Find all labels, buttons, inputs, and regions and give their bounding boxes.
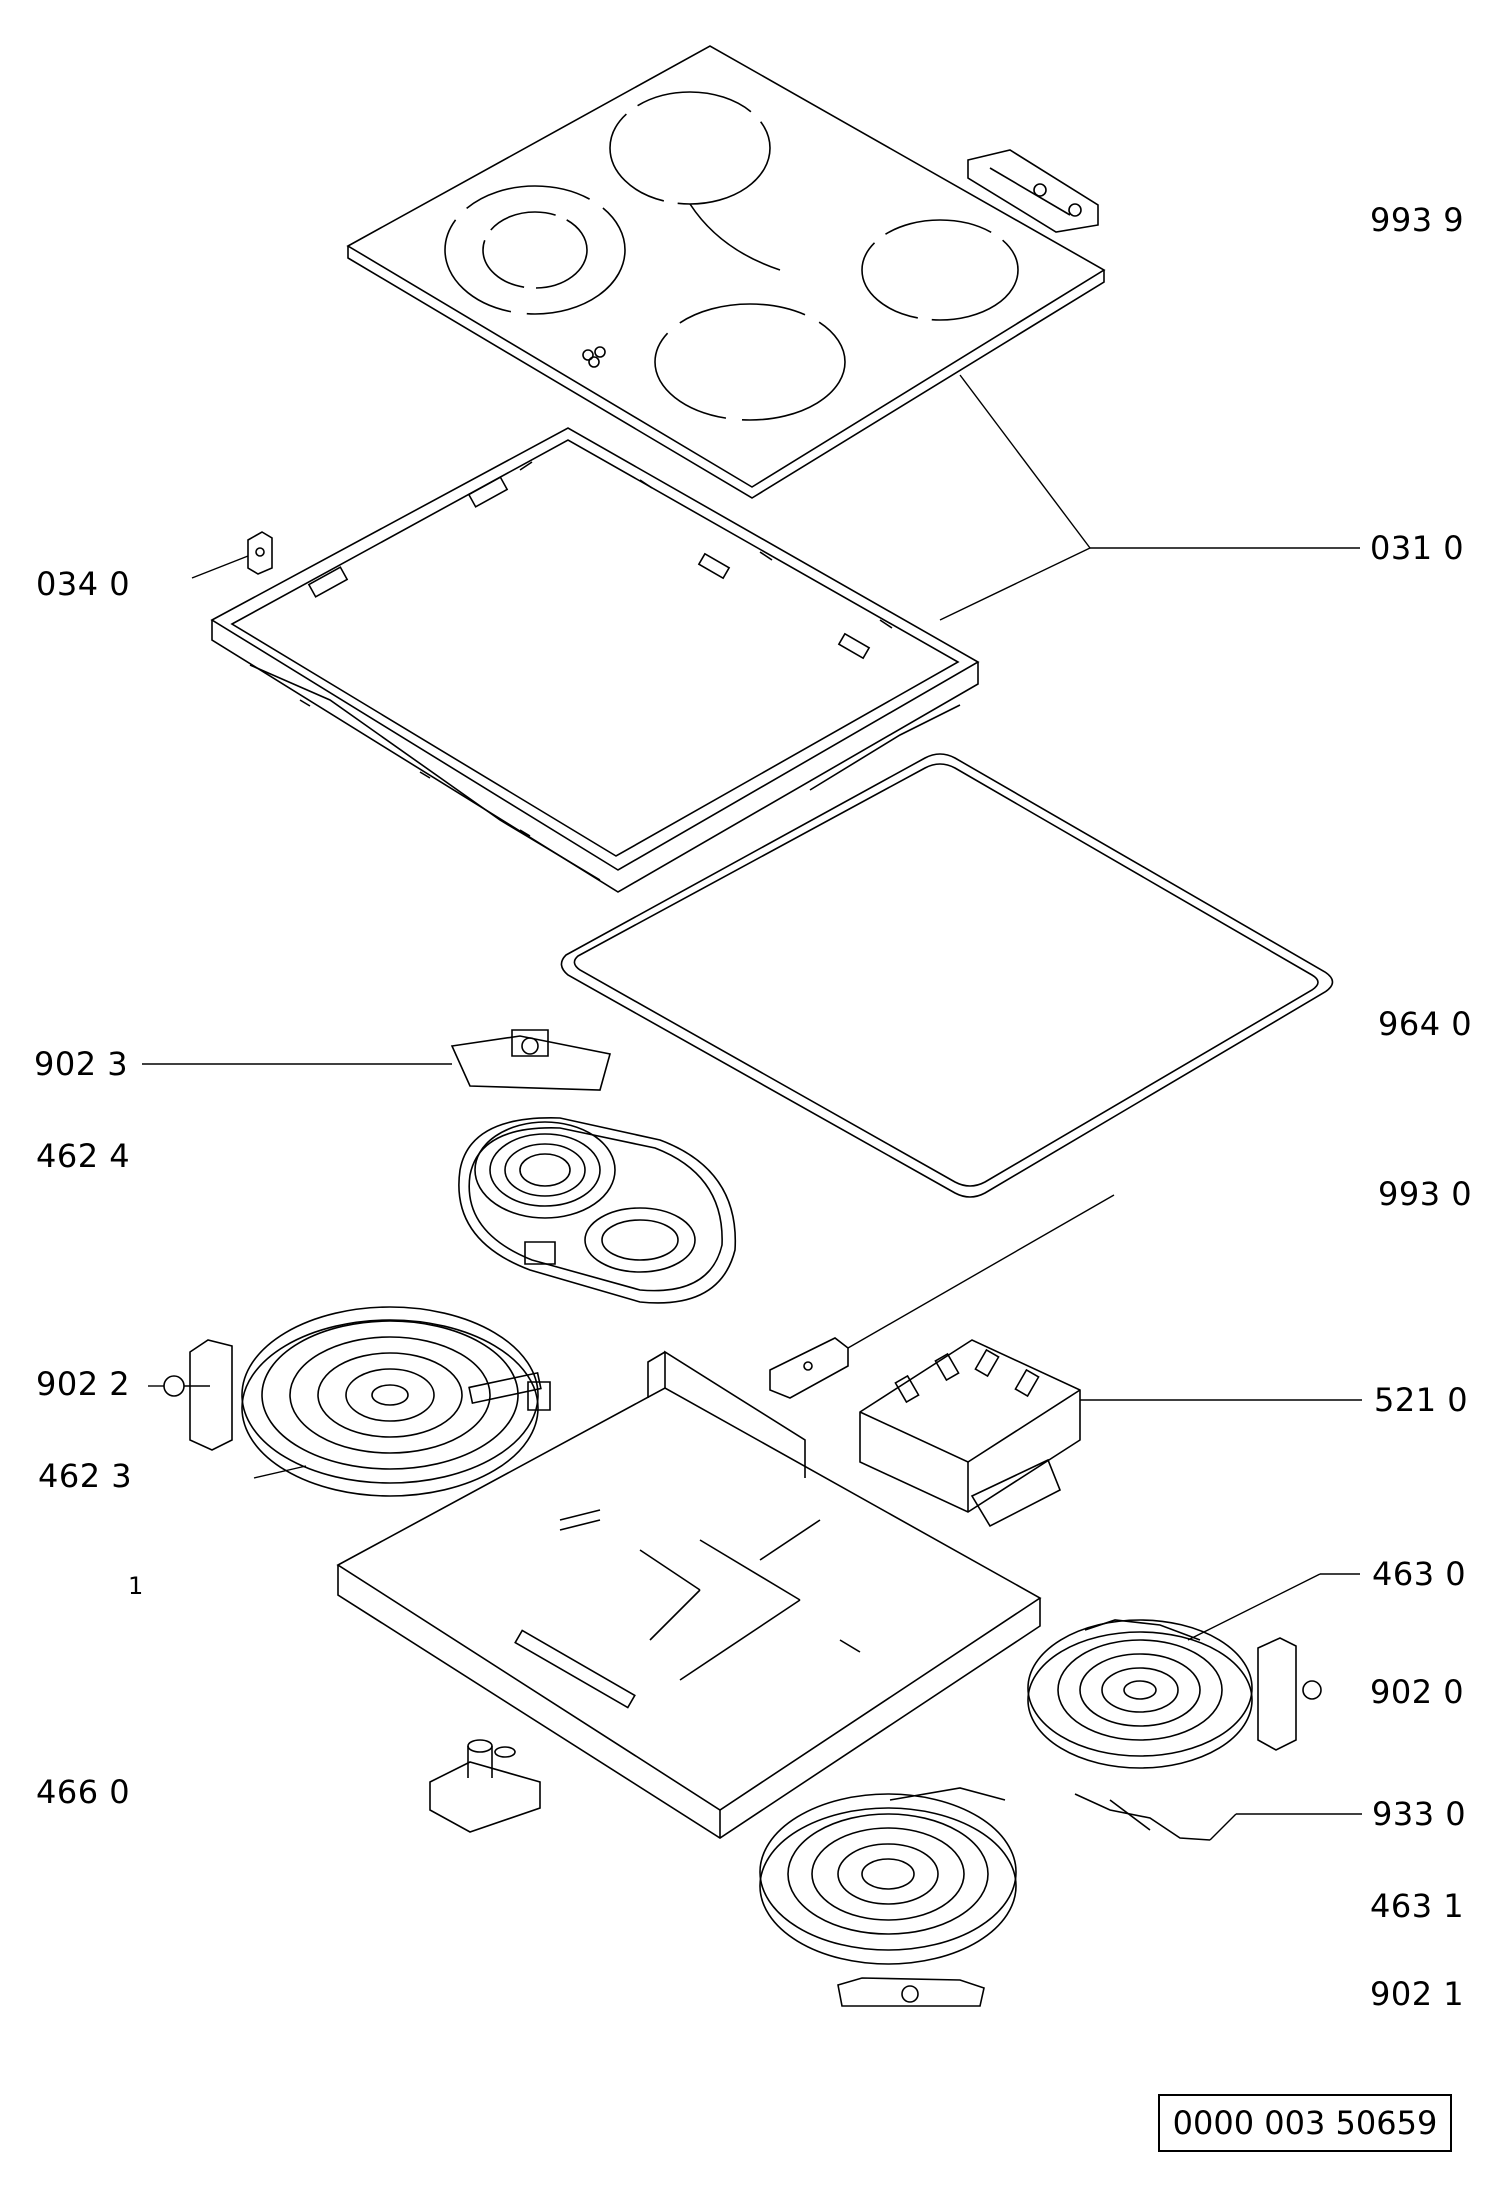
leader-lines — [142, 375, 1362, 1840]
round-heating-element-left — [242, 1307, 550, 1496]
round-heating-element-right — [1028, 1620, 1252, 1768]
part-label-902-2: 902 2 — [36, 1365, 131, 1403]
part-label-462-3: 462 3 — [38, 1457, 133, 1495]
reference-number: 0000 003 50659 — [1172, 2104, 1438, 2142]
part-label-463-1: 463 1 — [1370, 1887, 1465, 1925]
frame-gasket — [561, 754, 1332, 1197]
part-label-463-0: 463 0 — [1372, 1555, 1467, 1593]
cooktop-frame — [212, 428, 978, 892]
terminal-bracket — [770, 1338, 848, 1398]
part-label-933-0: 933 0 — [1372, 1795, 1467, 1833]
heater-bracket-bottom — [838, 1978, 984, 2006]
part-label-902-0: 902 0 — [1370, 1673, 1465, 1711]
terminal-block — [860, 1340, 1080, 1526]
part-label-462-4: 462 4 — [36, 1137, 131, 1175]
part-label-521-0: 521 0 — [1374, 1381, 1469, 1419]
part-label-993-0: 993 0 — [1378, 1175, 1473, 1213]
heater-bracket — [452, 1030, 610, 1090]
part-label-902-3: 902 3 — [34, 1045, 129, 1083]
frame-clip — [248, 532, 272, 574]
part-label-034-0: 034 0 — [36, 565, 131, 603]
heater-bracket-left — [164, 1340, 232, 1450]
part-label-031-0: 031 0 — [1370, 529, 1465, 567]
base-tray — [338, 1352, 1040, 1838]
part-label-1: 1 — [128, 1572, 144, 1600]
heater-bracket-right — [1258, 1638, 1321, 1750]
round-heating-element-bottom — [760, 1788, 1016, 1964]
oval-heating-element — [459, 1118, 735, 1303]
ceramic-cooktop-glass — [348, 46, 1104, 498]
part-label-964-0: 964 0 — [1378, 1005, 1473, 1043]
sensor-wire — [1075, 1794, 1210, 1840]
part-label-993-9: 993 9 — [1370, 201, 1465, 239]
temperature-limiter-switch — [430, 1740, 540, 1832]
part-label-466-0: 466 0 — [36, 1773, 131, 1811]
reference-number-box: 0000 003 50659 — [1158, 2094, 1452, 2152]
glass-hinge-clip — [968, 150, 1098, 232]
part-label-902-1: 902 1 — [1370, 1975, 1465, 2013]
